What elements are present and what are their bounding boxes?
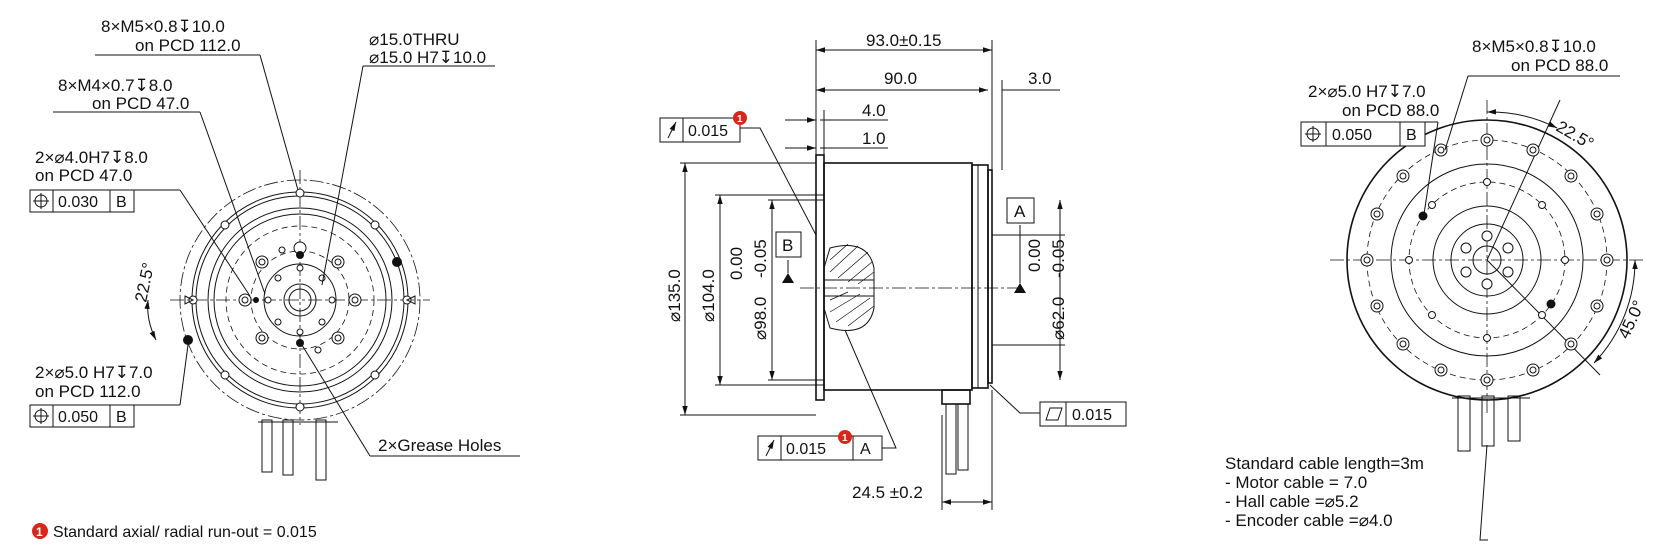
front-pin5-label-2: on PCD 112.0: [35, 382, 141, 401]
hall-cable: - Hall cable =⌀5.2: [1225, 492, 1359, 511]
side-dia-135: ⌀135.0: [665, 269, 684, 322]
side-datum-b: B: [782, 236, 793, 255]
front-pin4-label-1: 2×⌀4.0H7↧8.0: [35, 148, 148, 167]
side-dia-62-main: ⌀62.0: [1049, 297, 1068, 340]
front-pin5-datum: B: [116, 409, 127, 426]
rear-m5-label-1: 8×M5×0.8↧10.0: [1472, 37, 1596, 56]
front-grease: 2×Grease Holes: [378, 436, 501, 455]
side-dim-body: 90.0: [884, 69, 917, 88]
front-m4-label-1: 8×M4×0.7↧8.0: [58, 76, 172, 95]
front-pin4-fcf: 0.030 B: [29, 189, 135, 213]
front-thru-label-1: ⌀15.0THRU: [369, 30, 460, 49]
side-runout-bottom-datum: A: [860, 441, 871, 458]
side-dim-1: 1.0: [862, 129, 886, 148]
runout-icon: [765, 439, 775, 457]
side-runout-top-fcf: 0.015 1: [659, 111, 747, 143]
side-flatness-fcf: 0.015: [1039, 401, 1127, 427]
rear-pin-datum: B: [1406, 127, 1417, 144]
side-dia-98-tol: -0.05: [751, 239, 770, 278]
side-runout-bottom-tol: 0.015: [786, 441, 826, 458]
side-dia-62-tol: -0.05: [1049, 239, 1068, 278]
side-dim-total: 93.0±0.15: [866, 31, 942, 50]
side-datum-a: A: [1014, 202, 1026, 221]
front-angle: 22.5°: [131, 261, 158, 304]
side-dia-98-tol-up: 0.00: [727, 247, 746, 280]
front-thru-label-2: ⌀15.0 H7↧10.0: [369, 48, 486, 67]
badge-number: 1: [737, 114, 743, 125]
note-badge-icon: [838, 430, 852, 444]
front-view: [30, 54, 520, 481]
front-m4-label-2: on PCD 47.0: [92, 94, 189, 113]
front-pin5-fcf: 0.050 B: [29, 404, 135, 428]
side-dia-104: ⌀104.0: [699, 269, 718, 322]
note-text: Standard axial/ radial run-out = 0.015: [53, 524, 317, 541]
front-pin5-tol: 0.050: [58, 409, 98, 426]
flatness-icon: [1045, 407, 1063, 421]
note-badge: 1: [36, 525, 43, 539]
side-runout-bottom-fcf: 0.015 A 1: [757, 430, 883, 461]
motor-cable: - Motor cable = 7.0: [1225, 473, 1367, 492]
front-pin4-datum: B: [116, 194, 127, 211]
note-badge-icon: [733, 111, 747, 125]
cable-title: Standard cable length=3m: [1225, 454, 1424, 473]
side-runout-top-tol: 0.015: [688, 123, 728, 140]
rear-angle-1: 22.5°: [1553, 117, 1597, 153]
side-dia-62-tol-up: 0.00: [1025, 239, 1044, 272]
side-view: [680, 40, 1065, 510]
rear-pin-tol: 0.050: [1332, 127, 1372, 144]
note-badge-icon: [32, 523, 48, 539]
rear-pin-label-1: 2×⌀5.0 H7↧7.0: [1308, 82, 1426, 101]
rear-pin-fcf: 0.050 B: [1300, 121, 1426, 147]
badge-number: 1: [842, 433, 848, 444]
front-pin4-tol: 0.030: [58, 194, 98, 211]
front-pin5-label-1: 2×⌀5.0 H7↧7.0: [35, 363, 153, 382]
side-dim-4: 4.0: [862, 101, 886, 120]
side-dim-flange: 3.0: [1028, 69, 1052, 88]
encoder-cable: - Encoder cable =⌀4.0: [1225, 511, 1393, 530]
side-dia-98-main: ⌀98.0: [751, 297, 770, 340]
front-m5-label-1: 8×M5×0.8↧10.0: [101, 17, 225, 36]
front-m5-label-2: on PCD 112.0: [135, 36, 241, 55]
datum-b-box: B: [775, 231, 802, 258]
front-pin4-label-2: on PCD 47.0: [35, 166, 132, 185]
side-flatness-tol: 0.015: [1072, 407, 1112, 424]
datum-a-box: A: [1006, 197, 1035, 224]
note: 1 Standard axial/ radial run-out = 0.015: [32, 523, 317, 541]
side-dim-cable: 24.5 ±0.2: [852, 483, 923, 502]
runout-icon: [667, 121, 677, 139]
rear-m5-label-2: on PCD 88.0: [1511, 56, 1608, 75]
rear-view: [1301, 75, 1645, 541]
rear-pin-label-2: on PCD 88.0: [1342, 101, 1439, 120]
